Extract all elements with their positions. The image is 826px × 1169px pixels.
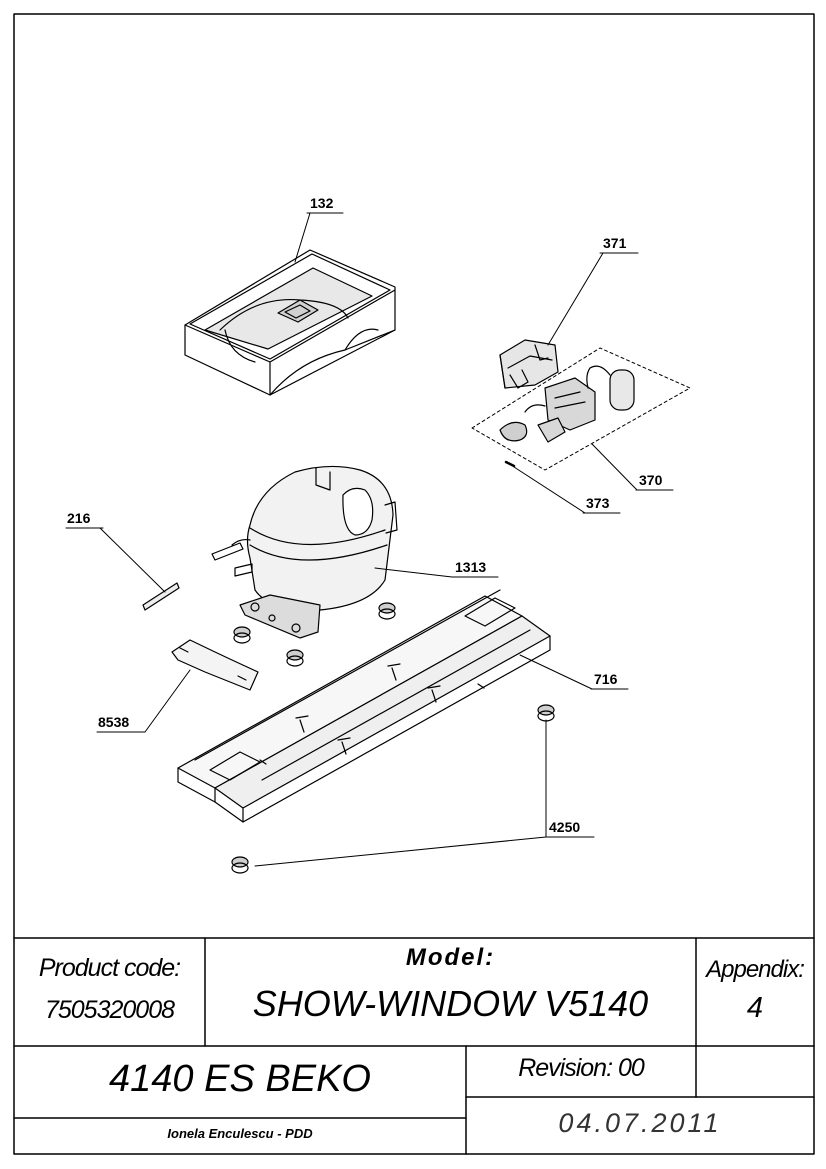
part-label-373: 373 — [586, 495, 610, 511]
clip-plate-part — [171, 639, 259, 691]
drawing-border — [13, 13, 815, 1155]
model-value: SHOW-WINDOW V5140 — [252, 983, 649, 1024]
part-label-8538: 8538 — [98, 714, 129, 730]
leader-lines — [65, 212, 674, 867]
compressor-part — [211, 465, 398, 639]
product-name: 4140 ES BEKO — [109, 1058, 371, 1100]
electrical-kit-part — [471, 347, 691, 471]
part-label-1313: 1313 — [455, 559, 486, 575]
appendix-label: Appendix: — [706, 956, 805, 983]
rubber-grommet-part — [231, 602, 555, 874]
relay-cover-part — [499, 339, 559, 389]
base-bracket-part — [177, 589, 551, 823]
pin-part — [142, 582, 180, 611]
product-code-value: 7505320008 — [44, 996, 175, 1024]
part-label-216: 216 — [67, 510, 91, 526]
product-code-label: Product code: — [38, 954, 181, 982]
drip-tray-part — [184, 249, 396, 396]
appendix-value: 4 — [746, 992, 764, 1024]
part-label-371: 371 — [603, 235, 627, 251]
model-label: Model: — [405, 944, 496, 971]
part-label-716: 716 — [594, 671, 618, 687]
title-block — [13, 937, 815, 1155]
drawing-date: 04.07.2011 — [558, 1108, 722, 1138]
part-label-370: 370 — [639, 472, 663, 488]
screw-part — [504, 460, 516, 468]
author-name: Ionela Enculescu - PDD — [167, 1126, 313, 1141]
revision-label: Revision: 00 — [518, 1054, 645, 1082]
part-label-132: 132 — [310, 195, 334, 211]
part-label-4250: 4250 — [549, 819, 580, 835]
